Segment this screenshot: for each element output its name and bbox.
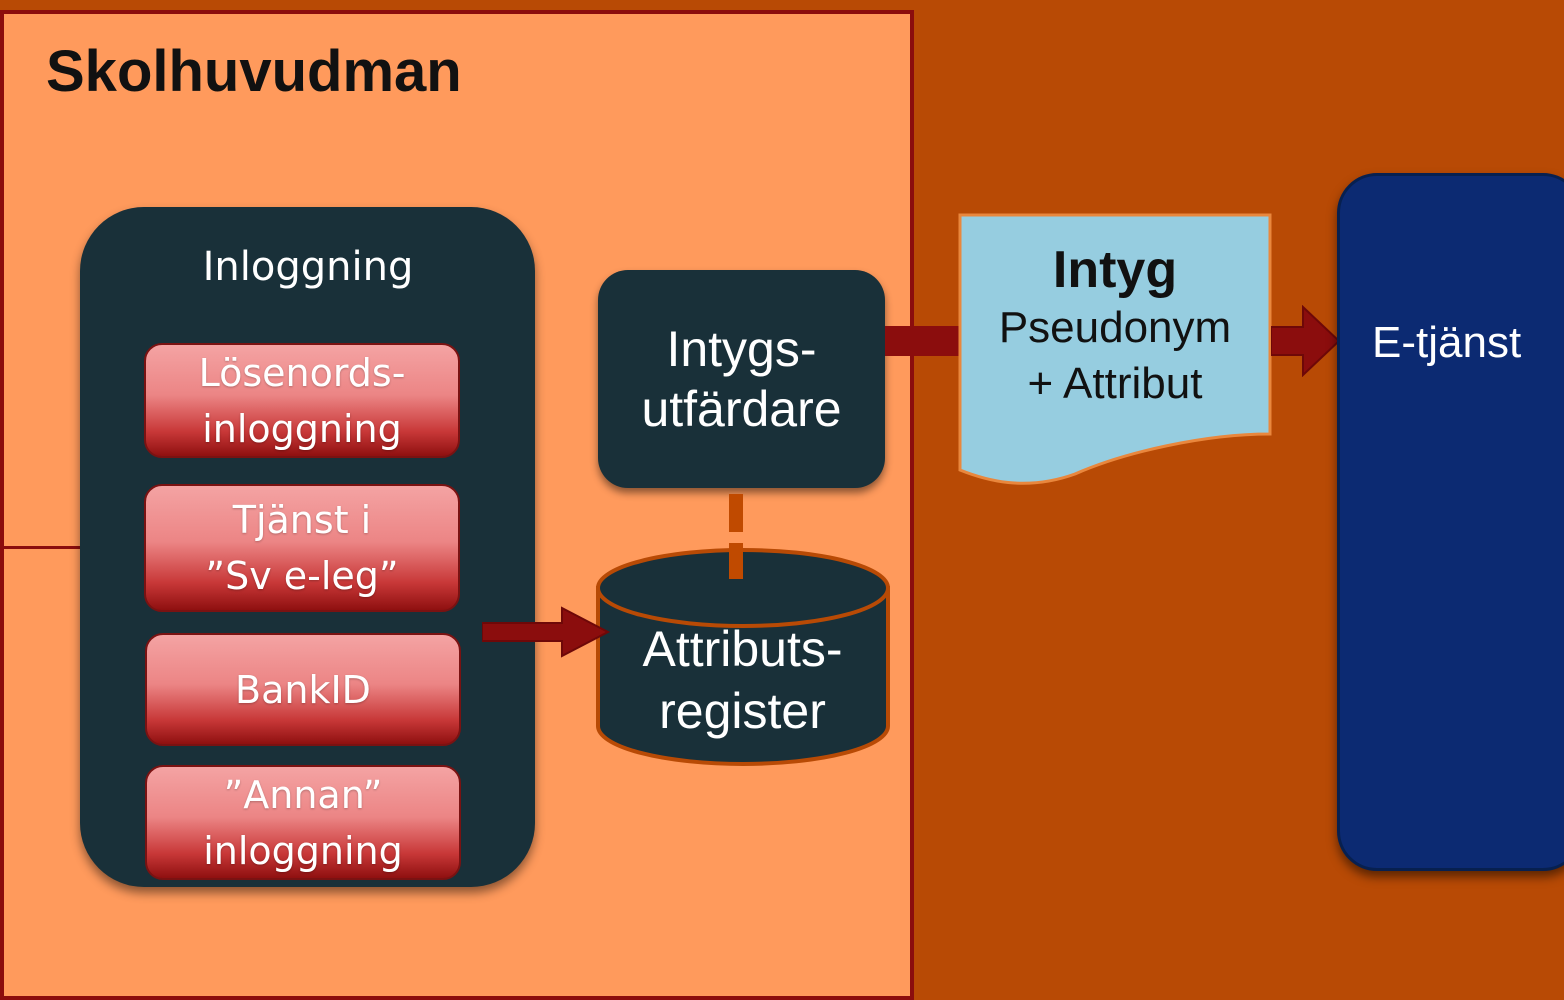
bankid-box: BankID [145, 633, 461, 746]
sv-e-leg-service-box: Tjänst i ”Sv e-leg” [144, 484, 460, 612]
e-service-label: E-tjänst [1372, 318, 1522, 367]
certificate-title: Intyg [1052, 241, 1178, 299]
attribute-register-cylinder [596, 548, 890, 766]
arrow-issuer-to-certificate [885, 326, 965, 356]
login-title: Inloggning [202, 244, 414, 290]
school-organizer-title: Skolhuvudman [46, 39, 462, 104]
other-login-box: ”Annan” inloggning [145, 765, 461, 880]
password-login-box: Lösenords- inloggning [144, 343, 460, 458]
arrow-certificate-to-service [1271, 305, 1341, 377]
dashed-connector [729, 494, 743, 532]
arrow-login-to-register [482, 606, 611, 658]
dashed-connector-lower [729, 543, 743, 579]
certificate-issuer-box: Intygs- utfärdare [598, 270, 885, 488]
connector-line [0, 546, 82, 549]
e-service-panel [1337, 173, 1564, 871]
certificate-pseudonym: Pseudonym [998, 303, 1232, 352]
certificate-text: Intyg Pseudonym + Attribut [960, 240, 1270, 412]
attribute-register-label: Attributs- register [642, 621, 843, 739]
certificate-document-shape [958, 213, 1272, 485]
certificate-attributes: + Attribut [1027, 359, 1203, 408]
